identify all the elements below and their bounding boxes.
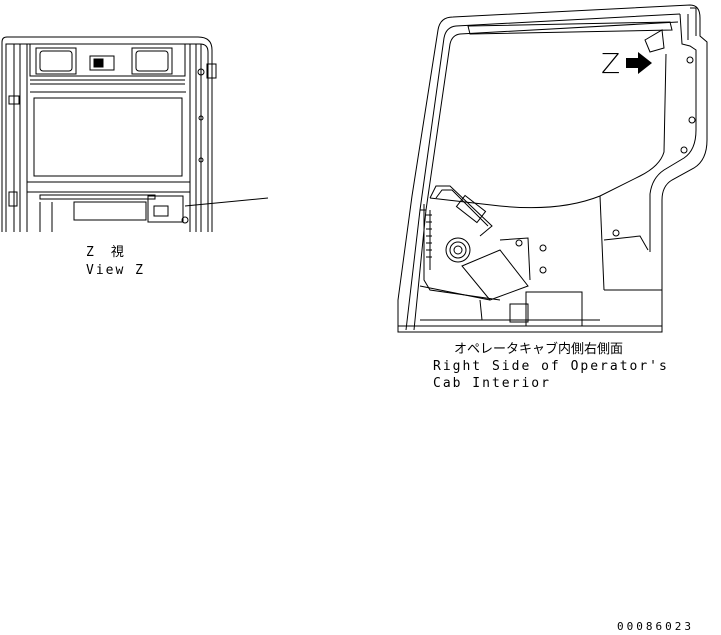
cab-interior-drawing — [398, 5, 707, 332]
z-marker: Z — [601, 47, 621, 80]
view-z-drawing — [2, 37, 268, 232]
drawing-number: 00086023 — [617, 620, 694, 633]
cab-interior-caption-en-2: Cab Interior — [433, 376, 551, 391]
cab-interior-caption-en-1: Right Side of Operator's — [433, 359, 669, 374]
cab-interior-caption-jp: オペレータキャブ内側右側面 — [454, 342, 624, 357]
view-z-caption-en: View Z — [86, 263, 145, 278]
right-arrow-icon — [626, 52, 652, 74]
view-z-caption-jp: Z 視 — [86, 245, 126, 260]
